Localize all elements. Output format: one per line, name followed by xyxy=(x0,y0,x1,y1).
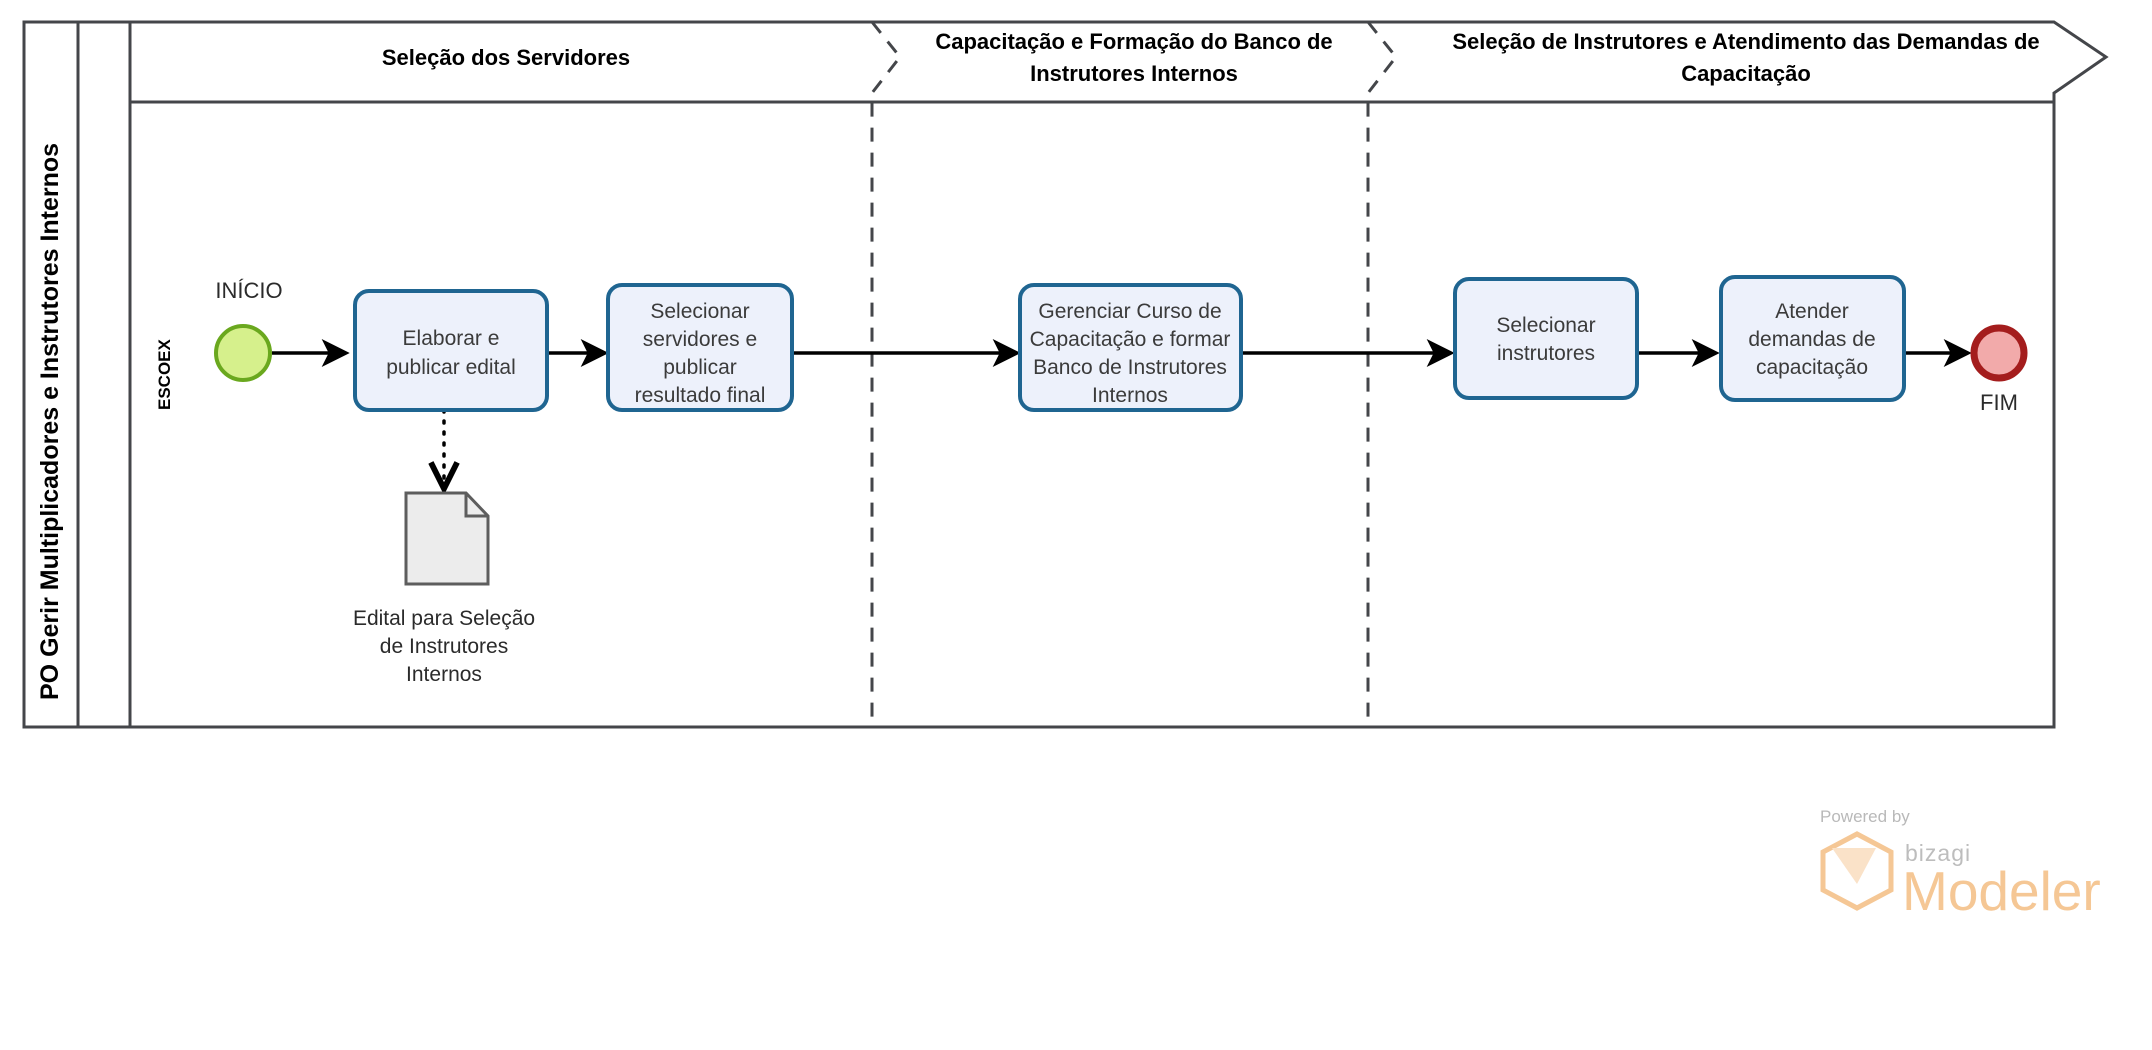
task-elaborar-line-1: Elaborar e xyxy=(403,327,500,350)
phase-divider-1 xyxy=(870,21,902,727)
data-object-edital-line-3: Internos xyxy=(406,663,482,686)
task-selecionar-servidores-line-3: publicar xyxy=(663,356,737,379)
data-object-edital-shape[interactable] xyxy=(404,491,490,586)
start-event-label: INÍCIO xyxy=(215,278,282,303)
phase-title-3: Seleção de Instrutores e Atendimento das… xyxy=(1452,29,2039,86)
phase-title-1: Seleção dos Servidores xyxy=(382,45,630,70)
start-event[interactable]: INÍCIO xyxy=(214,278,283,382)
task-elaborar-publicar-edital[interactable]: Elaborar e publicar edital xyxy=(353,289,549,412)
task-atender-demandas-line-1: Atender xyxy=(1775,300,1849,323)
task-selecionar-instrutores[interactable]: Selecionar instrutores xyxy=(1453,277,1639,400)
task-selecionar-servidores-line-4: resultado final xyxy=(635,384,766,407)
bizagi-wordmark: bizagi xyxy=(1905,840,1971,866)
data-object-edital-line-1: Edital para Seleção xyxy=(353,607,535,630)
pool-container xyxy=(22,20,2109,729)
task-atender-demandas-shape[interactable] xyxy=(1719,275,1906,402)
task-selecionar-instrutores-line-2: instrutores xyxy=(1497,342,1595,365)
task-selecionar-instrutores-shape[interactable] xyxy=(1453,277,1639,400)
task-gerenciar-curso[interactable]: Gerenciar Curso de Capacitação e formar … xyxy=(1018,283,1243,412)
lane-title-escoex: ESCOEX xyxy=(155,338,174,410)
phase-title-3-line-1: Seleção de Instrutores e Atendimento das… xyxy=(1452,29,2039,54)
phase-divider-2 xyxy=(1366,21,1398,727)
task-gerenciar-curso-line-2: Capacitação e formar xyxy=(1030,328,1231,351)
task-atender-demandas-line-3: capacitação xyxy=(1756,356,1868,379)
task-elaborar-line-2: publicar edital xyxy=(386,356,516,379)
task-selecionar-servidores-line-1: Selecionar xyxy=(650,300,749,323)
task-gerenciar-curso-line-3: Banco de Instrutores xyxy=(1033,356,1227,379)
phase-title-3-line-2: Capacitação xyxy=(1681,61,1811,86)
task-atender-demandas-line-2: demandas de xyxy=(1748,328,1875,351)
task-selecionar-servidores-shape[interactable] xyxy=(606,283,794,412)
start-event-circle[interactable] xyxy=(214,324,272,382)
phase-title-2-line-2: Instrutores Internos xyxy=(1030,61,1238,86)
task-selecionar-servidores[interactable]: Selecionar servidores e publicar resulta… xyxy=(606,283,794,412)
end-event[interactable]: FIM xyxy=(1970,324,2028,415)
task-gerenciar-curso-shape[interactable] xyxy=(1018,283,1243,412)
data-object-edital[interactable]: Edital para Seleção de Instrutores Inter… xyxy=(353,491,535,686)
bizagi-branding: Powered by bizagi Modeler xyxy=(1820,807,2101,922)
task-gerenciar-curso-line-4: Internos xyxy=(1092,384,1168,407)
pool-title: PO Gerir Multiplicadores e Instrutores I… xyxy=(36,143,64,700)
data-object-edital-fold xyxy=(464,493,488,518)
pool-outline xyxy=(22,20,2109,729)
data-object-edital-line-2: de Instrutores xyxy=(380,635,508,658)
modeler-wordmark: Modeler xyxy=(1902,860,2101,922)
end-event-circle[interactable] xyxy=(1970,324,2028,382)
bizagi-hexagon-icon xyxy=(1820,831,1894,911)
task-elaborar-publicar-edital-shape[interactable] xyxy=(353,289,549,412)
powered-by-label: Powered by xyxy=(1820,807,1910,826)
phase-title-2-line-1: Capacitação e Formação do Banco de xyxy=(935,29,1332,54)
phase-title-2: Capacitação e Formação do Banco de Instr… xyxy=(935,29,1332,86)
task-selecionar-servidores-line-2: servidores e xyxy=(643,328,757,351)
end-event-label: FIM xyxy=(1980,390,2018,415)
task-gerenciar-curso-line-1: Gerenciar Curso de xyxy=(1038,300,1221,323)
task-selecionar-instrutores-line-1: Selecionar xyxy=(1496,314,1595,337)
task-atender-demandas[interactable]: Atender demandas de capacitação xyxy=(1719,275,1906,402)
